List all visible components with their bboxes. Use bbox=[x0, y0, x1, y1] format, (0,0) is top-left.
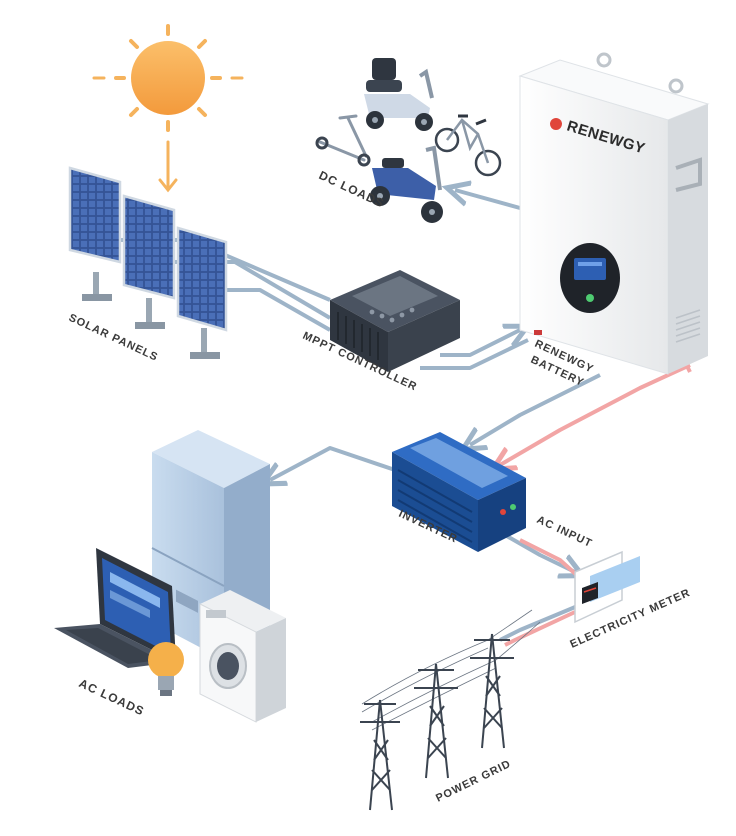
electricity-meter bbox=[574, 550, 640, 624]
dc-loads bbox=[315, 58, 502, 223]
inverter bbox=[392, 432, 526, 552]
dc-wires bbox=[95, 190, 601, 642]
transmission-tower-icon bbox=[470, 633, 514, 749]
transmission-tower-icon bbox=[414, 663, 458, 779]
light-bulb-icon bbox=[148, 642, 184, 696]
laptop-icon bbox=[54, 548, 176, 668]
solar-panel bbox=[68, 166, 122, 301]
ac-loads bbox=[54, 430, 286, 723]
battery-display bbox=[560, 243, 620, 313]
sunlight-arrow bbox=[158, 140, 178, 193]
mobility-scooter-icon bbox=[364, 58, 434, 131]
solar-panels bbox=[68, 166, 228, 359]
kick-scooter-icon bbox=[315, 114, 371, 167]
sun-icon bbox=[92, 24, 244, 132]
bicycle-icon bbox=[434, 114, 502, 177]
electric-scooter-icon bbox=[370, 145, 443, 223]
power-grid bbox=[360, 609, 541, 811]
ac-wires bbox=[500, 361, 692, 647]
solar-panel bbox=[176, 226, 228, 359]
washing-machine-icon bbox=[199, 590, 286, 723]
solar-panel bbox=[122, 194, 176, 329]
ac-loads-label: AC LOADS bbox=[77, 676, 147, 719]
mppt-controller bbox=[330, 270, 460, 372]
transmission-tower-icon bbox=[360, 699, 400, 811]
ac-input-label: AC INPUT bbox=[535, 514, 594, 550]
renewgy-battery: RENEWGY bbox=[518, 52, 710, 375]
